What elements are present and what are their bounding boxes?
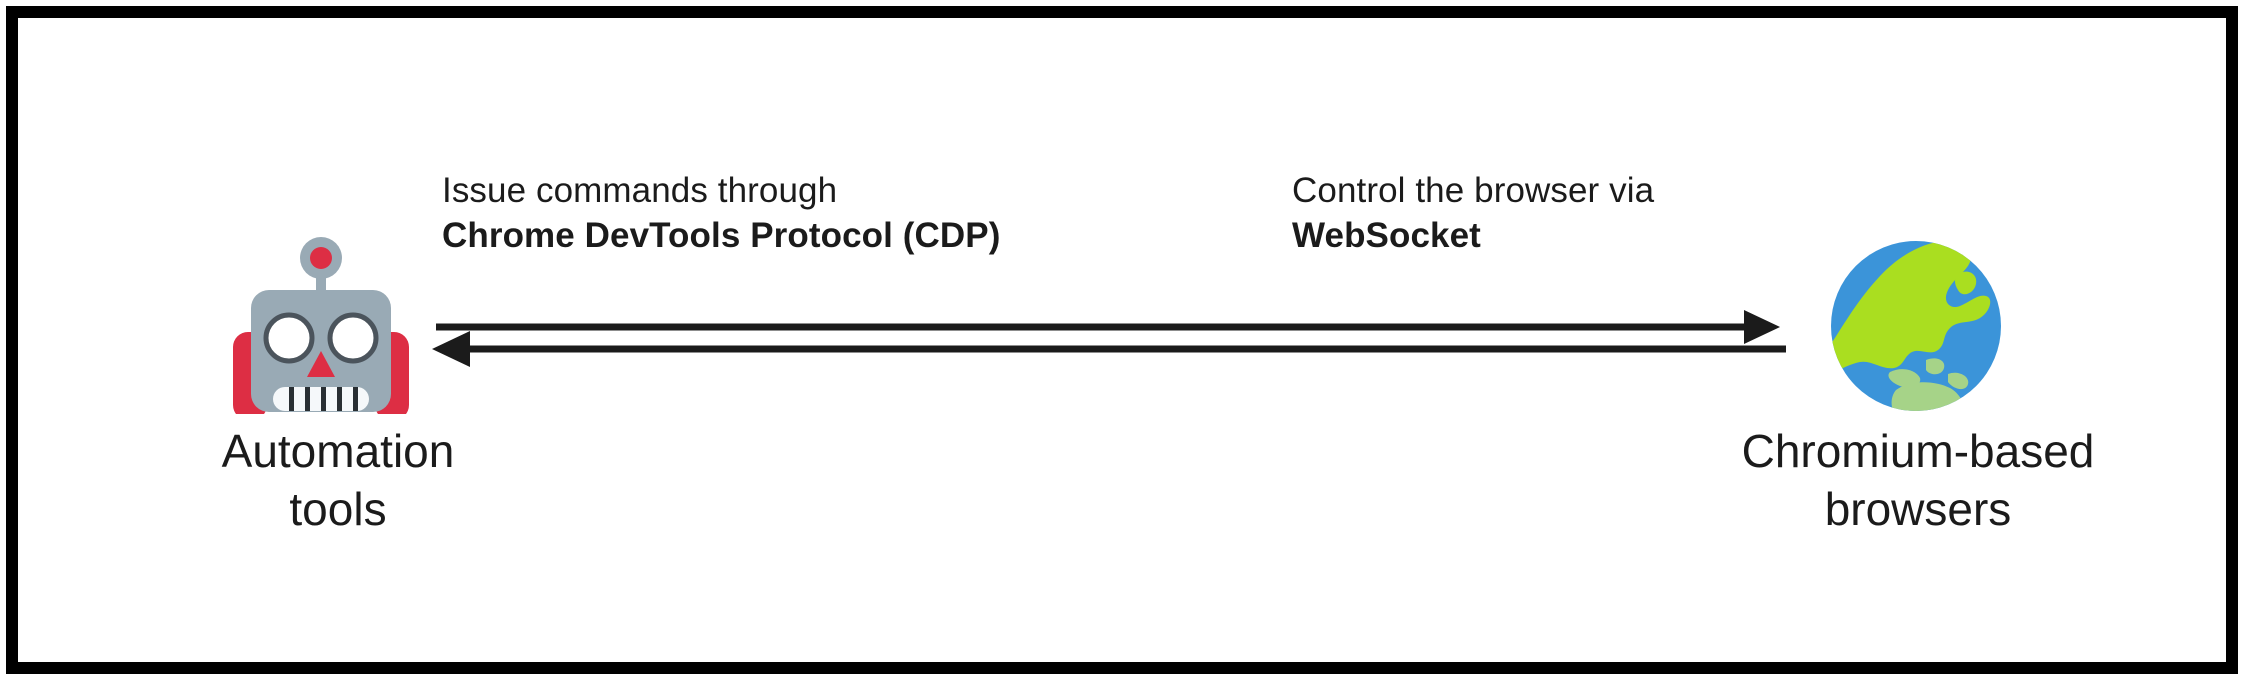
node-label-automation-tools-line-1: Automation — [221, 425, 455, 477]
robot-icon — [228, 214, 414, 420]
diagram-frame: Issue commands through Chrome DevTools P… — [6, 6, 2238, 674]
diagram-canvas: Issue commands through Chrome DevTools P… — [18, 18, 2226, 662]
annotation-control-browser-line-1: Control the browser via — [1292, 171, 1655, 210]
annotation-issue-commands-line-2: Chrome DevTools Protocol (CDP) — [442, 216, 1001, 255]
annotation-control-browser: Control the browser via WebSocket — [1292, 168, 1654, 258]
node-label-chromium-browsers: Chromium-based browsers — [1638, 422, 2198, 538]
annotation-issue-commands-line-1: Issue commands through — [442, 171, 838, 210]
arrow-to-tools — [432, 331, 1786, 367]
node-label-chromium-browsers-line-1: Chromium-based — [1741, 425, 2095, 477]
node-label-automation-tools-line-2: tools — [289, 483, 387, 535]
arrow-to-browser — [436, 310, 1780, 344]
globe-icon — [1830, 240, 2002, 412]
node-label-chromium-browsers-line-2: browsers — [1824, 483, 2012, 535]
annotation-control-browser-line-2: WebSocket — [1292, 216, 1481, 255]
node-label-automation-tools: Automation tools — [163, 422, 513, 538]
annotation-issue-commands: Issue commands through Chrome DevTools P… — [442, 168, 1001, 258]
